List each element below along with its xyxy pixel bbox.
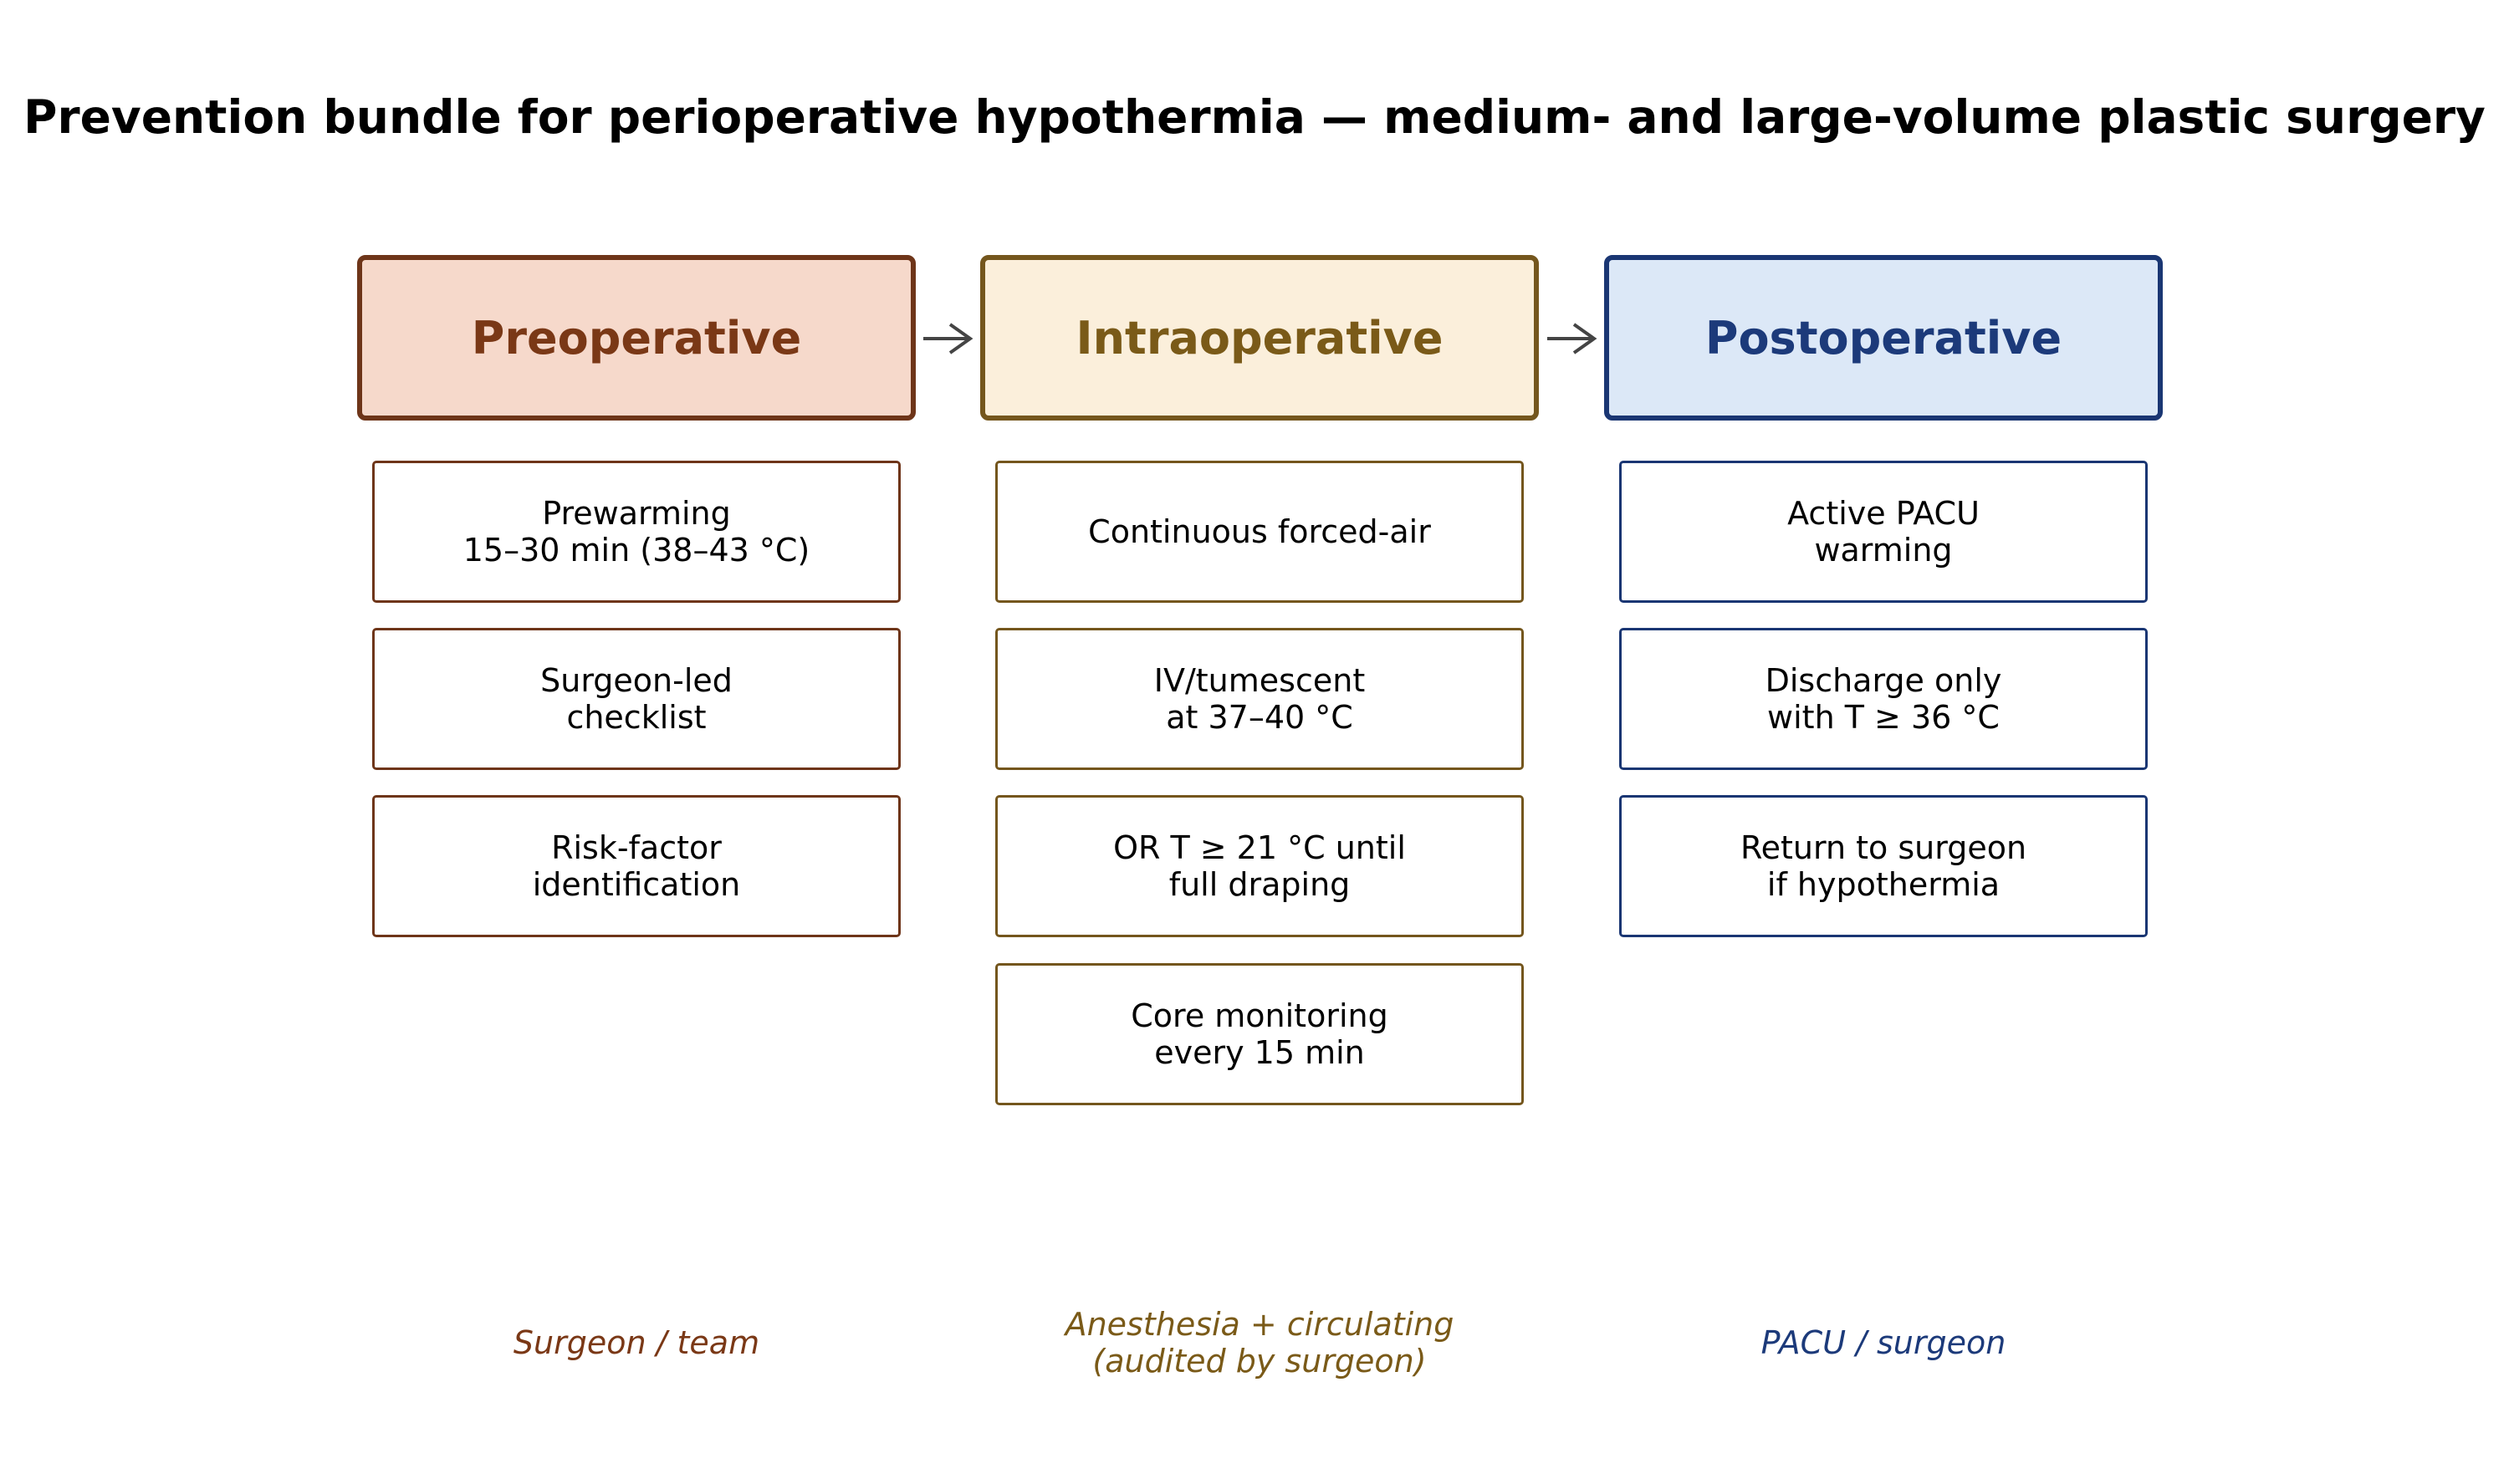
preoperative-item: Surgeon-led checklist [372, 628, 901, 770]
intraoperative-item: Core monitoring every 15 min [995, 963, 1524, 1105]
postoperative-item: Discharge only with T ≥ 36 °C [1619, 628, 2148, 770]
postoperative-item: Active PACU warming [1619, 461, 2148, 603]
intraoperative-item: OR T ≥ 21 °C until full draping [995, 795, 1524, 937]
arrow-intra-to-post-icon [1547, 323, 1597, 354]
postoperative-owner: PACU / surgeon [1760, 1324, 2006, 1361]
arrow-pre-to-intra-icon [923, 323, 973, 354]
diagram-title: Prevention bundle for perioperative hypo… [23, 90, 2486, 144]
postoperative-item: Return to surgeon if hypothermia [1619, 795, 2148, 937]
intraoperative-owner: Anesthesia + circulating (audited by sur… [1065, 1306, 1454, 1379]
phase-header-postoperative: Postoperative [1604, 255, 2163, 421]
intraoperative-item: IV/tumescent at 37–40 °C [995, 628, 1524, 770]
phase-header-preoperative: Preoperative [357, 255, 916, 421]
phase-header-intraoperative: Intraoperative [980, 255, 1539, 421]
preoperative-item: Risk-factor identification [372, 795, 901, 937]
preoperative-item: Prewarming 15–30 min (38–43 °C) [372, 461, 901, 603]
intraoperative-item: Continuous forced-air [995, 461, 1524, 603]
preoperative-owner: Surgeon / team [513, 1324, 760, 1361]
